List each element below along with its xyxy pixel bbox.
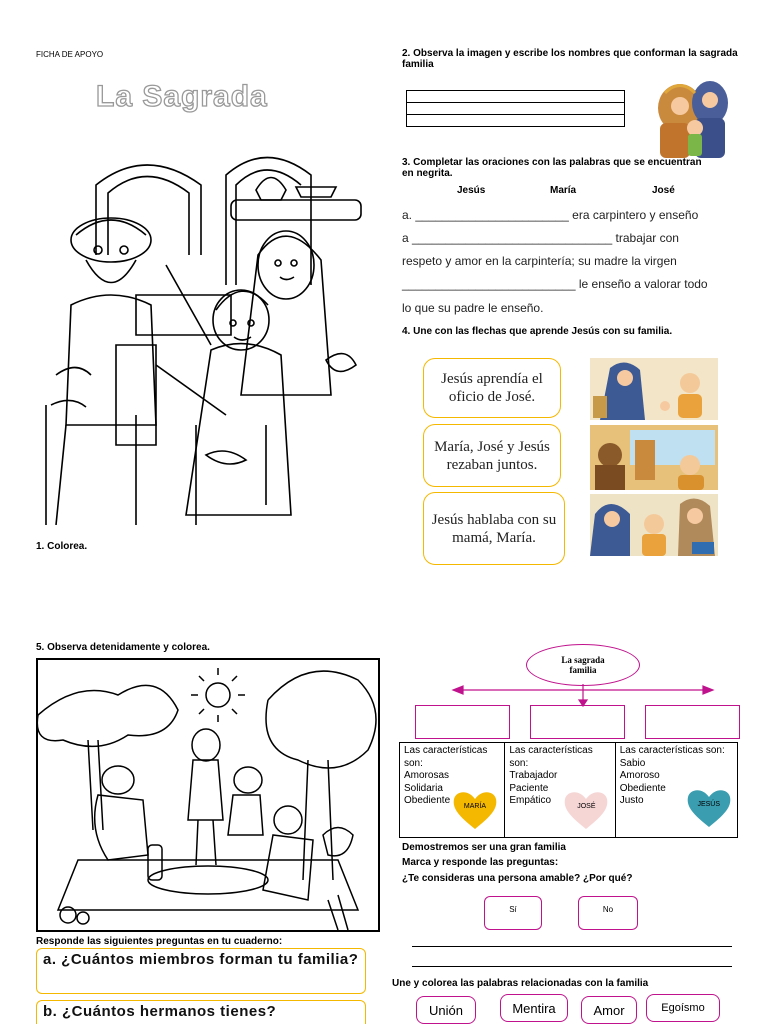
- answer-line[interactable]: [412, 966, 732, 967]
- q3-sentence-line: lo que su padre le enseño.: [402, 301, 544, 315]
- q1-label: 1. Colorea.: [36, 541, 88, 552]
- word-box-union[interactable]: Unión: [416, 996, 476, 1024]
- column-jesus: Las características son: Sabio Amoroso O…: [616, 743, 737, 837]
- characteristics-table: Las características son: Amorosas Solida…: [399, 742, 738, 838]
- holy-family-illustration: [658, 81, 728, 158]
- trait: Justo: [619, 795, 644, 806]
- q3-sentence-line: a. _______________________ era carpinter…: [402, 208, 699, 222]
- match-box-rezaban[interactable]: María, José y Jesús rezaban juntos.: [423, 424, 561, 487]
- no-option-button[interactable]: No: [578, 896, 638, 930]
- trait: Amorosas: [404, 770, 450, 781]
- diagram-root-ellipse: La sagrada familia: [526, 644, 640, 686]
- diagram-answer-box-jose[interactable]: [530, 705, 625, 739]
- heart-label-jose: JOSÉ: [577, 803, 596, 810]
- column-maria: Las características son: Amorosas Solida…: [400, 743, 506, 837]
- diagram-answer-box-maria[interactable]: [415, 705, 510, 739]
- q2-title: 2. Observa la imagen y escribe los nombr…: [402, 48, 738, 70]
- column-intro: Las características son:: [404, 745, 488, 769]
- family-line-3: ¿Te consideras una persona amable? ¿Por …: [402, 873, 633, 884]
- picture-jesus-workshop: [590, 425, 718, 490]
- match-box-oficio[interactable]: Jesús aprendía el oficio de José.: [423, 358, 561, 418]
- q3-sentence-line: a ______________________________ trabaja…: [402, 231, 679, 245]
- trait: Paciente: [509, 782, 549, 794]
- trait: Obediente: [619, 782, 666, 794]
- trait: Empático: [509, 795, 552, 806]
- word-jose: José: [652, 185, 675, 196]
- q3-title: 3. Completar las oraciones con las palab…: [402, 157, 702, 179]
- family-line-2: Marca y responde las preguntas:: [402, 857, 559, 868]
- cuaderno-title: Responde las siguientes preguntas en tu …: [36, 936, 283, 947]
- trait: Amoroso: [619, 770, 660, 781]
- heart-icon: [453, 792, 497, 829]
- yes-option-button[interactable]: Sí: [484, 896, 542, 930]
- q3-sentence-line: __________________________ le enseño a v…: [402, 277, 708, 291]
- column-intro: Las características son:: [619, 745, 725, 756]
- diagram-answer-box-jesus[interactable]: [645, 705, 740, 739]
- q5-title: 5. Observa detenidamente y colorea.: [36, 642, 210, 653]
- column-jose: Las características son: Trabajador Paci…: [505, 743, 616, 837]
- picture-jesus-talking-with-maria: [590, 358, 718, 420]
- heart-label-maria: MARÍA: [463, 803, 487, 810]
- diagram-connectors: [451, 684, 715, 708]
- page-title: La Sagrada: [95, 79, 268, 113]
- question-a-box: a. ¿Cuántos miembros forman tu familia?: [36, 948, 366, 994]
- word-maria: María: [550, 185, 577, 196]
- question-b-box: b. ¿Cuántos hermanos tienes?: [36, 1000, 366, 1024]
- answer-line[interactable]: [412, 946, 732, 947]
- trait: Solidaria: [404, 782, 443, 794]
- holy-family-coloring-image: [45, 156, 362, 525]
- word-jesus: Jesús: [457, 185, 486, 196]
- q3-sentence-line: respeto y amor en la carpintería; su mad…: [402, 254, 677, 268]
- trait: Obediente: [404, 795, 451, 806]
- word-box-egoismo[interactable]: Egoísmo: [646, 994, 720, 1022]
- heart-label-jesus: JESÚS: [697, 801, 720, 808]
- picnic-coloring-frame: [36, 658, 380, 932]
- family-picnic-coloring-image: [36, 668, 377, 931]
- column-intro: Las características son:: [509, 745, 593, 769]
- picture-family-praying: [590, 494, 718, 556]
- q4-title: 4. Une con las flechas que aprende Jesús…: [402, 326, 673, 337]
- match-box-hablaba[interactable]: Jesús hablaba con su mamá, María.: [423, 492, 565, 565]
- word-box-amor[interactable]: Amor: [581, 996, 637, 1024]
- heart-icon: [565, 792, 608, 829]
- heart-icon: [687, 790, 731, 827]
- trait: Sabio: [619, 757, 646, 769]
- word-box-mentira[interactable]: Mentira: [500, 994, 568, 1022]
- q2-answer-lines[interactable]: [406, 90, 625, 127]
- une-title: Une y colorea las palabras relacionadas …: [392, 978, 649, 989]
- family-line-1: Demostremos ser una gran familia: [402, 842, 566, 853]
- trait: Trabajador: [509, 770, 558, 781]
- header-label: FICHA DE APOYO: [36, 50, 104, 59]
